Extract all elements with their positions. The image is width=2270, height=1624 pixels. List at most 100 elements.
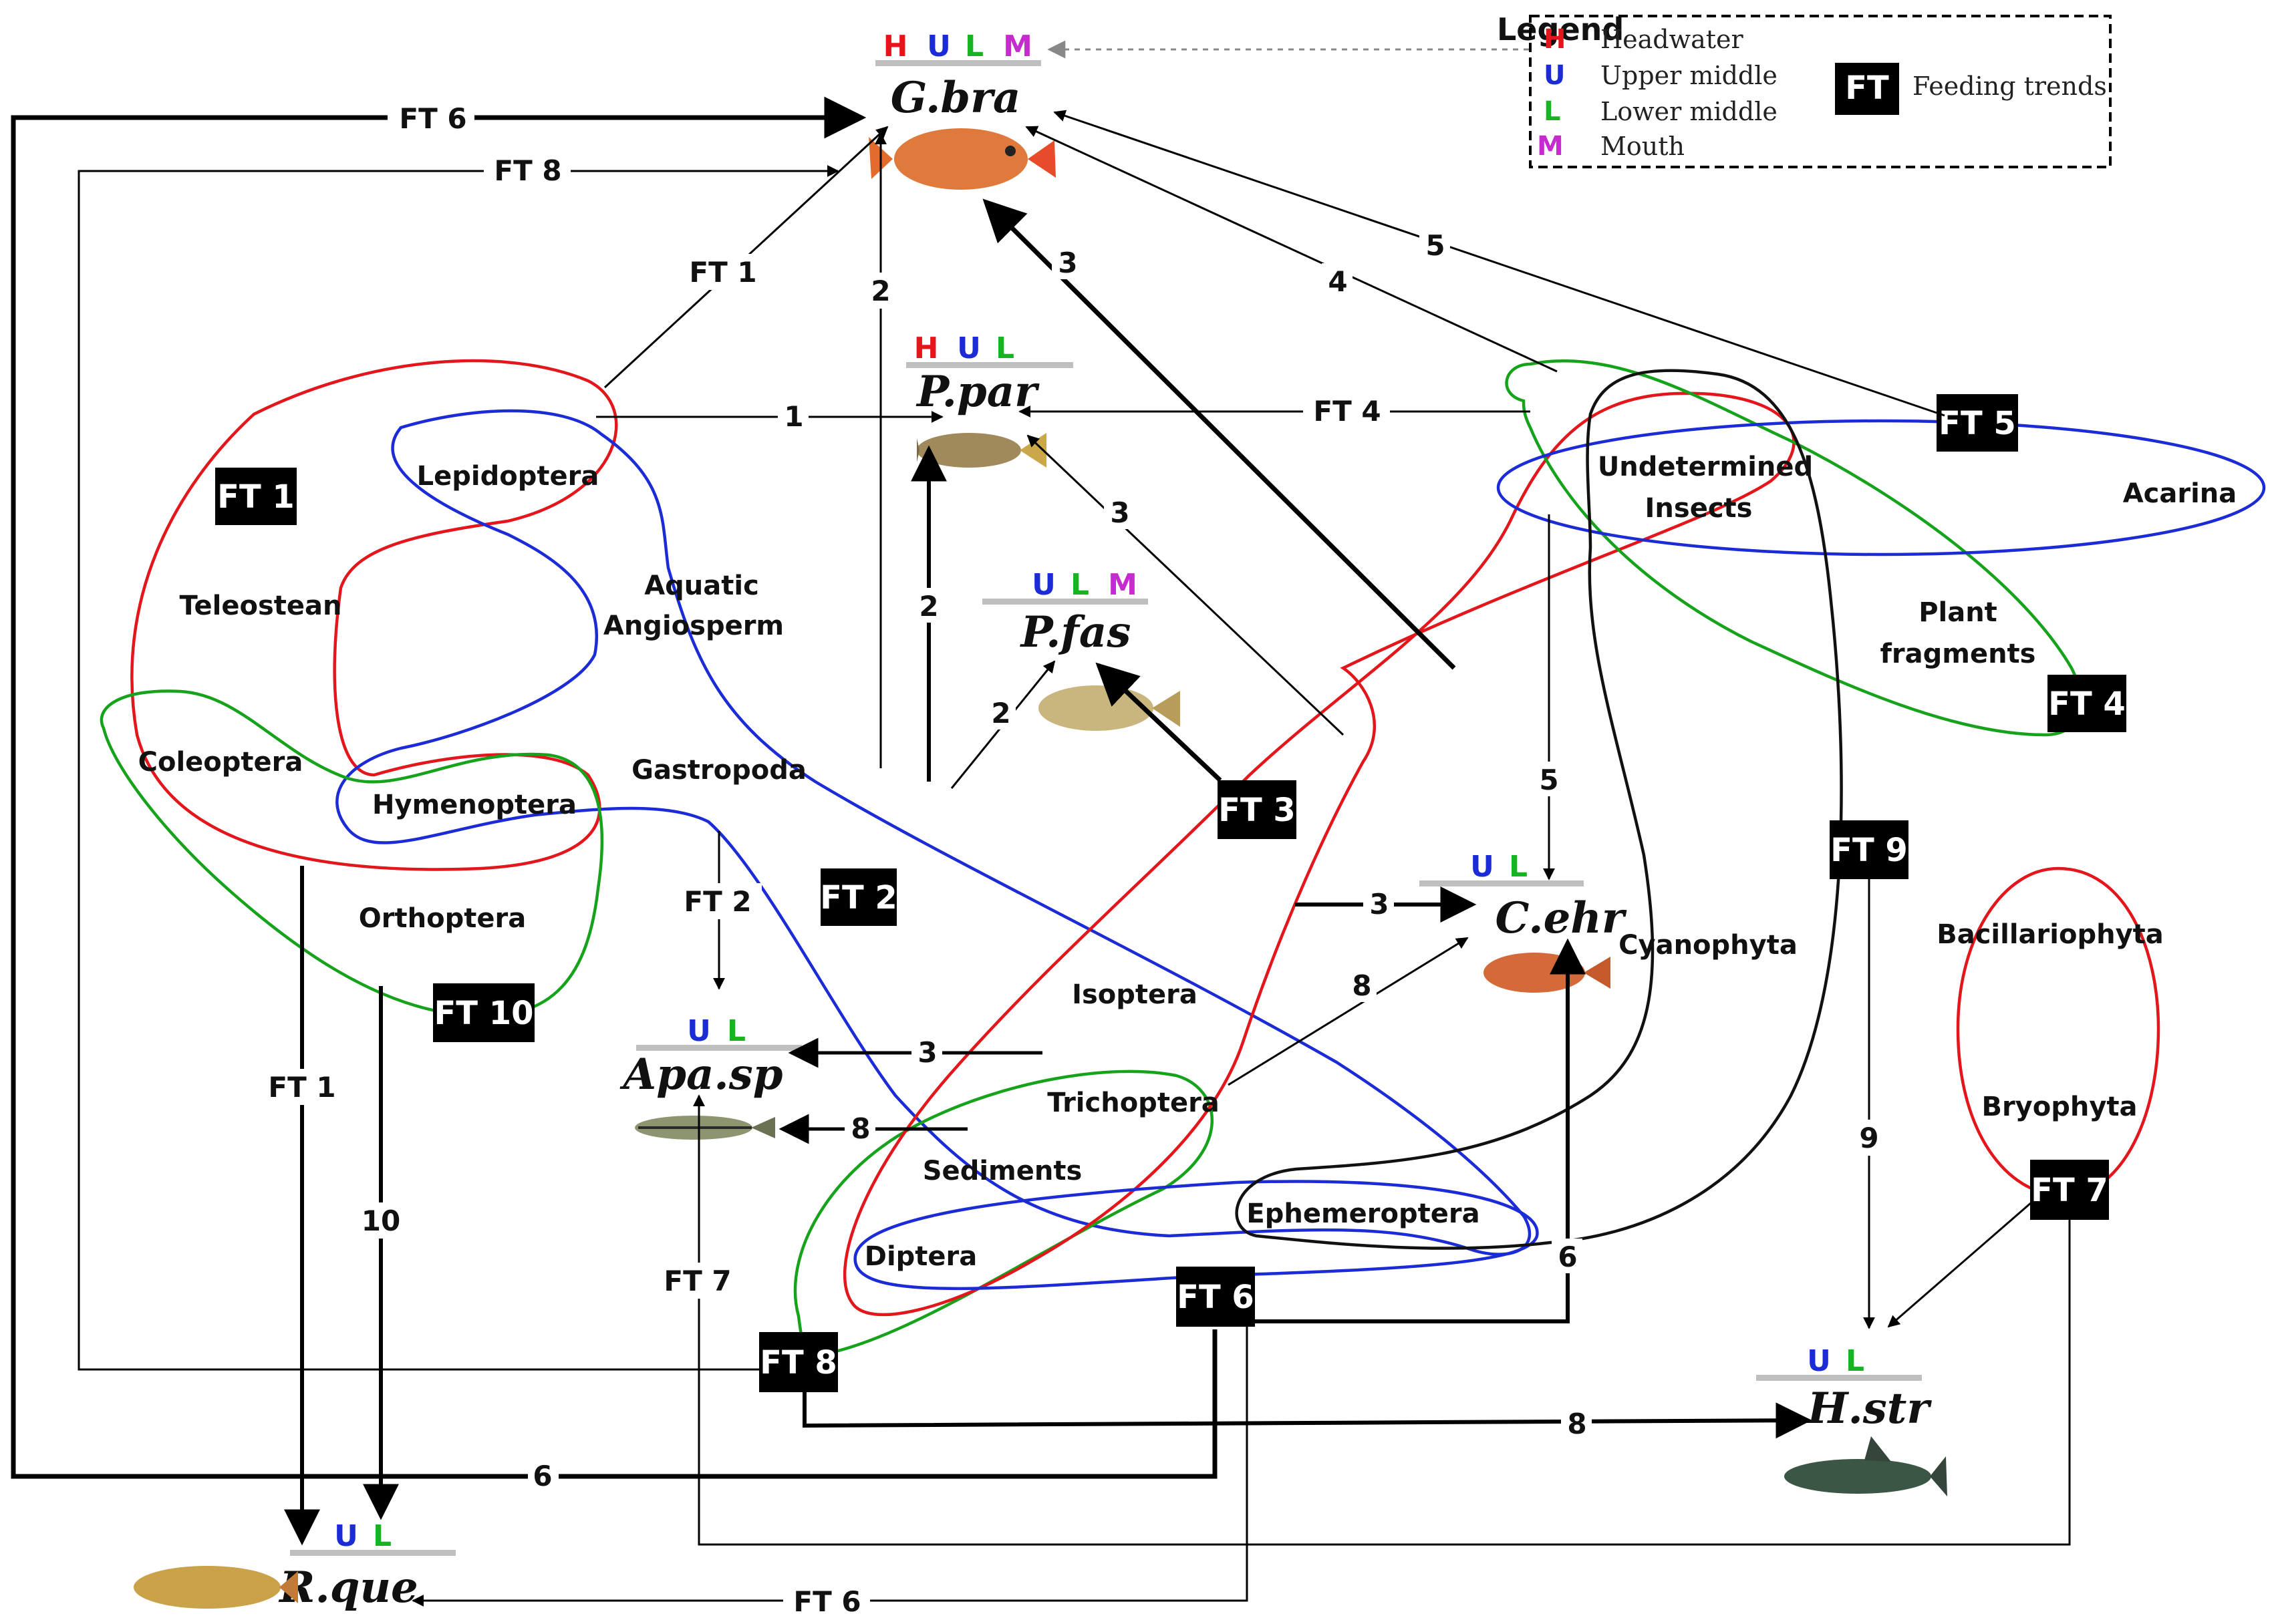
ft9-badge-text: FT 9 xyxy=(1830,832,1908,869)
coleoptera-label: Coleoptera xyxy=(138,747,303,778)
legend-box xyxy=(1529,15,2112,168)
gbra-region-u: U xyxy=(927,29,951,63)
fragments-label: fragments xyxy=(1880,639,2036,669)
ephemeroptera-label: Ephemeroptera xyxy=(1246,1198,1479,1229)
bacillariophyta-label: Bacillariophyta xyxy=(1937,919,2164,950)
ft6-badge-text: FT 6 xyxy=(1177,1279,1254,1316)
edge-label-ft1-gbra: FT 1 xyxy=(689,256,756,289)
ft8-badge xyxy=(759,1332,838,1392)
cehr-region-u: U xyxy=(1470,850,1494,884)
ft6-loop xyxy=(853,1180,1539,1291)
pfas-region-l: L xyxy=(1071,568,1089,602)
six-cehr-arrow xyxy=(1255,938,1586,1323)
eight-hstr-arrow xyxy=(803,1392,1812,1439)
isoptera-label: Isoptera xyxy=(1072,979,1197,1010)
ft2-loop xyxy=(335,409,1532,1256)
ft7-loop xyxy=(1956,866,2160,1198)
ft6-rque-arrow xyxy=(412,1327,1248,1607)
edge-label-nine-hstr: 9 xyxy=(1859,1122,1878,1154)
hstr-region-l: L xyxy=(1846,1344,1864,1378)
food-item-labels: Lepidoptera Teleostean Coleoptera Hymeno… xyxy=(138,452,2237,1272)
edge-label-six-rque: 6 xyxy=(533,1460,552,1492)
ft6-outer-arrow xyxy=(11,96,1218,1479)
ft1-loop xyxy=(130,359,618,871)
edge-label-eight-cehr: 8 xyxy=(1352,969,1371,1002)
species-ppar: H U L P.par xyxy=(906,331,1073,468)
edge-label-one-ppar: 1 xyxy=(784,400,803,433)
diptera-label: Diptera xyxy=(865,1241,978,1272)
edge-label-two-gbra: 2 xyxy=(871,275,890,307)
edge-labels: FT 6 FT 8 FT 1 2 3 4 5 1 FT 4 3 2 2 5 3 … xyxy=(258,100,1884,1619)
legend-code-m: M xyxy=(1537,131,1564,162)
ft3-badge xyxy=(1218,780,1296,839)
legend-ft-badge-text: FT xyxy=(1845,69,1889,107)
three-gbra-arrow xyxy=(982,198,1456,670)
hstr-bar xyxy=(1756,1375,1922,1381)
edge-label-ft2-apa: FT 2 xyxy=(684,885,751,918)
hstr-region-u: U xyxy=(1807,1344,1831,1378)
ppar-region-u: U xyxy=(957,331,981,365)
pfas-region-u: U xyxy=(1032,568,1056,602)
ft8-badge-text: FT 8 xyxy=(760,1344,837,1382)
ft4-badge-text: FT 4 xyxy=(2048,685,2126,723)
legend-ft-badge xyxy=(1835,63,1899,115)
edge-label-eight-hstr: 8 xyxy=(1567,1408,1586,1440)
pfas-region-m: M xyxy=(1108,568,1137,602)
edge-label-four-gbra: 4 xyxy=(1328,265,1347,298)
cehr-region-l: L xyxy=(1509,850,1528,884)
ft1-badge-text: FT 1 xyxy=(217,478,295,516)
five-gbra-arrow xyxy=(1053,110,1945,417)
ft10-loop xyxy=(100,689,604,1018)
gbra-region-m: M xyxy=(1003,29,1032,63)
rque-region-u: U xyxy=(334,1519,358,1553)
ft3-badge-text: FT 3 xyxy=(1218,792,1296,829)
edge-label-ft4-ppar: FT 4 xyxy=(1313,395,1381,428)
rque-bar xyxy=(290,1550,456,1556)
ft-badges: FT 1 FT 2 FT 3 FT 4 FT 5 FT 6 FT 7 FT 8 … xyxy=(215,394,2126,1392)
rque-fish-icon xyxy=(134,1566,298,1609)
legend-label-lower-middle: Lower middle xyxy=(1600,97,1778,126)
ppar-fish-icon xyxy=(917,433,1046,468)
edge-label-two-pfas: 2 xyxy=(991,697,1010,729)
legend: Legend H Headwater U Upper middle L Lowe… xyxy=(1047,11,2112,168)
acarina-label: Acarina xyxy=(2123,478,2237,509)
ft2-badge-text: FT 2 xyxy=(820,879,897,917)
hstr-fish-icon xyxy=(1784,1436,1947,1496)
ppar-region-l: L xyxy=(996,331,1014,365)
orthoptera-label: Orthoptera xyxy=(359,903,526,934)
hstr-name: H.str xyxy=(1806,1384,1932,1434)
feeding-trend-loops xyxy=(100,359,2266,1358)
ft8-loop xyxy=(793,1070,1214,1358)
ppar-name: P.par xyxy=(915,367,1040,417)
plant-label: Plant xyxy=(1919,597,1997,628)
edge-label-ft8-top: FT 8 xyxy=(494,154,561,187)
rque-name: R.que xyxy=(278,1563,418,1613)
cehr-bar xyxy=(1419,880,1584,886)
species-cehr: U L C.ehr xyxy=(1419,850,1627,993)
edge-label-ft6-top: FT 6 xyxy=(399,102,466,135)
apasp-fish-icon xyxy=(635,1116,775,1140)
ft2-badge xyxy=(821,868,897,926)
sediments-label: Sediments xyxy=(923,1156,1083,1186)
gbra-fish-icon xyxy=(869,128,1056,190)
gbra-name: G.bra xyxy=(891,73,1021,123)
eight-cehr-arrow xyxy=(1228,937,1469,1086)
species-hstr: U L H.str xyxy=(1756,1344,1947,1496)
apasp-region-u: U xyxy=(687,1014,711,1048)
ft1-badge xyxy=(215,468,297,525)
legend-ft-label: Feeding trends xyxy=(1912,71,2107,101)
edge-label-ft1-rque: FT 1 xyxy=(268,1071,335,1104)
legend-code-u: U xyxy=(1544,60,1565,91)
pfas-name: P.fas xyxy=(1020,607,1131,657)
edge-label-five-cehr: 5 xyxy=(1539,764,1558,796)
lepidoptera-label: Lepidoptera xyxy=(417,461,599,492)
pfas-bar xyxy=(982,599,1148,605)
cehr-name: C.ehr xyxy=(1495,893,1626,943)
teleostean-label: Teleostean xyxy=(180,591,342,621)
species-rque: U L R.que xyxy=(134,1519,456,1613)
ft7-apasp-arrow xyxy=(693,1094,2071,1546)
ft5-badge-text: FT 5 xyxy=(1939,405,2016,442)
ft10-badge xyxy=(433,983,535,1042)
gastropoda-label: Gastropoda xyxy=(631,755,807,786)
